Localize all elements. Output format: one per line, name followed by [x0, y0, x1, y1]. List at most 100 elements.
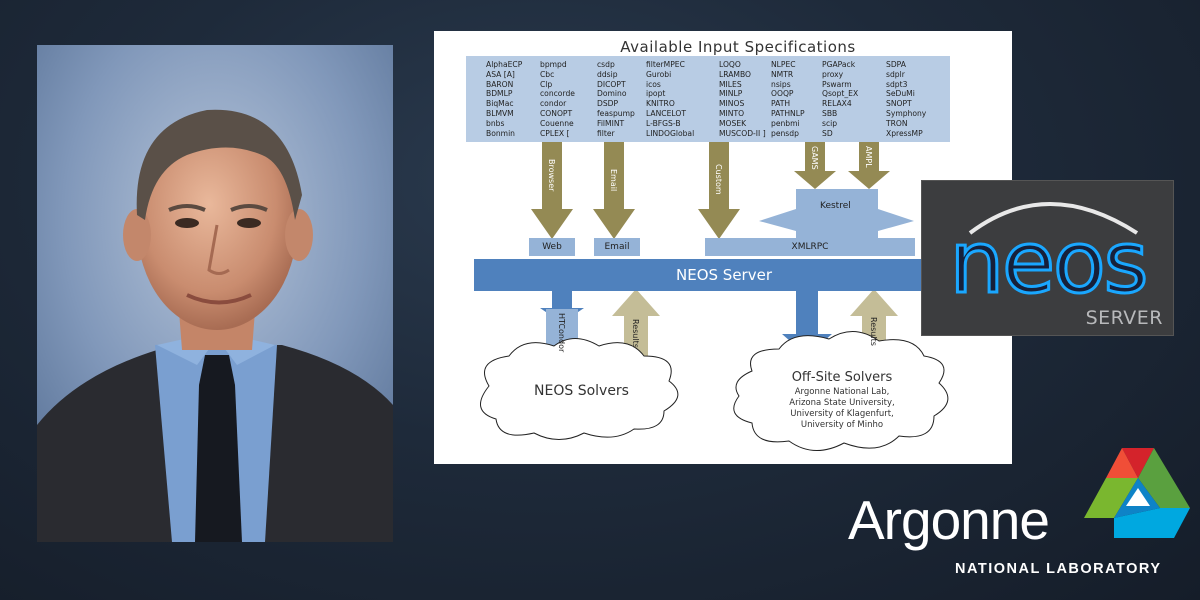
email-arrow-label: Email: [609, 169, 618, 192]
neos-server-label: SERVER: [1085, 307, 1163, 329]
spec-item: SD: [822, 128, 833, 138]
xmlrpc-box: XMLRPC: [705, 238, 915, 256]
spec-item: XpressMP: [886, 128, 923, 138]
spec-item: LANCELOT: [646, 108, 686, 118]
spec-column-3: csdp ddsip DICOPT Domino DSDP feaspump F…: [597, 60, 635, 138]
spec-item: sdplr: [886, 69, 905, 79]
spec-item: Pswarm: [822, 79, 852, 89]
email-box: Email: [594, 238, 640, 256]
offsite-line: University of Minho: [800, 420, 884, 430]
spec-item: csdp: [597, 60, 615, 69]
kestrel-label: Kestrel: [820, 201, 851, 211]
spec-item: NLPEC: [771, 60, 796, 69]
spec-item: MINLP: [719, 89, 743, 99]
spec-item: ASA [A]: [486, 69, 515, 79]
portrait-photo: [37, 45, 393, 542]
email-arrow: [593, 142, 635, 239]
spec-item: L-BFGS-B: [646, 118, 681, 128]
neos-server-logo: neos SERVER: [921, 180, 1174, 336]
spec-item: DICOPT: [597, 79, 626, 89]
ampl-arrow: [848, 142, 890, 189]
offsite-line: Arizona State University,: [789, 398, 895, 408]
argonne-logo: Argonne NATIONAL LABORATORY: [840, 448, 1190, 590]
spec-item: CPLEX [: [540, 128, 570, 138]
spec-item: feaspump: [597, 108, 635, 118]
gams-arrow: [794, 142, 836, 189]
spec-item: MINOS: [719, 99, 745, 109]
spec-column-7: PGAPack proxy Pswarm Qsopt_EX RELAX4 SBB…: [822, 60, 858, 138]
spec-item: DSDP: [597, 99, 619, 109]
htcondor-label: HTCondor: [557, 313, 566, 353]
spec-item: filterMPEC: [646, 60, 685, 69]
offsite-line: Argonne National Lab,: [794, 387, 890, 397]
argonne-wordmark: Argonne: [848, 489, 1050, 551]
spec-item: Gurobi: [646, 69, 672, 79]
spec-item: MOSEK: [719, 118, 747, 128]
arc-icon: [968, 202, 1139, 235]
input-spec-box: AlphaECP ASA [A] BARON BDMLP BiqMac BLMV…: [466, 56, 950, 142]
spec-item: sdpt3: [886, 79, 908, 89]
spec-item: LOQO: [719, 60, 741, 69]
spec-item: concorde: [540, 89, 575, 99]
neos-solvers-label: NEOS Solvers: [534, 383, 629, 399]
spec-column-2: bpmpd Cbc Clp concorde condor CONOPT Cou…: [540, 60, 575, 138]
spec-item: scip: [822, 118, 838, 128]
spec-item: nsips: [771, 79, 791, 89]
neos-solvers-cloud: [480, 338, 679, 440]
ampl-label: AMPL: [864, 146, 873, 168]
neos-architecture-diagram: Available Input Specifications AlphaECP …: [434, 31, 1012, 464]
offsite-solvers-title: Off-Site Solvers: [791, 370, 893, 385]
browser-label: Browser: [547, 159, 556, 192]
spec-item: BiqMac: [486, 99, 514, 109]
spec-item: bnbs: [486, 118, 505, 128]
gams-label: GAMS: [810, 146, 819, 170]
custom-label: Custom: [714, 164, 723, 195]
kestrel-box: [759, 189, 914, 239]
diagram-arrows: [480, 142, 949, 451]
spec-item: CONOPT: [540, 108, 573, 118]
spec-item: ipopt: [646, 89, 666, 99]
spec-item: Clp: [540, 79, 553, 89]
spec-item: LINDOGlobal: [646, 128, 695, 138]
spec-item: LRAMBO: [719, 69, 751, 79]
spec-item: MUSCOD-II ]: [719, 128, 766, 138]
spec-item: KNITRO: [646, 99, 675, 109]
results-left-label: Results: [631, 319, 640, 348]
spec-item: pensdp: [771, 128, 799, 138]
offsite-line: University of Klagenfurt,: [790, 409, 894, 419]
spec-item: SeDuMi: [886, 89, 915, 99]
spec-item: proxy: [822, 69, 844, 79]
spec-item: Domino: [597, 89, 627, 99]
spec-item: OOQP: [771, 89, 794, 99]
spec-item: SDPA: [886, 60, 906, 69]
custom-arrow: [698, 142, 740, 239]
spec-item: AlphaECP: [486, 60, 523, 69]
spec-item: Cbc: [540, 69, 555, 79]
spec-column-5: LOQO LRAMBO MILES MINLP MINOS MINTO MOSE…: [719, 60, 766, 138]
browser-arrow: [531, 142, 573, 239]
spec-item: icos: [646, 79, 661, 89]
spec-item: BARON: [486, 79, 514, 89]
spec-item: Couenne: [540, 118, 574, 128]
spec-item: MILES: [719, 79, 742, 89]
web-box: Web: [529, 238, 575, 256]
diagram-title: Available Input Specifications: [620, 38, 856, 56]
spec-item: BDMLP: [486, 89, 513, 99]
results-right-label: Results: [869, 317, 878, 346]
spec-column-6: NLPEC NMTR nsips OOQP PATH PATHNLP penbm…: [771, 60, 805, 138]
spec-item: Symphony: [886, 108, 927, 118]
spec-item: FilMINT: [597, 118, 625, 128]
spec-item: Bonmin: [486, 128, 515, 138]
spec-item: PATHNLP: [771, 108, 805, 118]
spec-item: ddsip: [597, 69, 618, 79]
spec-item: penbmi: [771, 118, 800, 128]
spec-item: SNOPT: [886, 99, 912, 109]
spec-item: Qsopt_EX: [822, 89, 859, 99]
neos-wordmark: neos: [948, 213, 1150, 313]
spec-item: MINTO: [719, 108, 745, 118]
neos-server-bar: NEOS Server: [474, 259, 974, 291]
spec-item: PGAPack: [822, 60, 856, 69]
spec-item: bpmpd: [540, 60, 567, 69]
argonne-triangle-icon: [1084, 448, 1190, 538]
spec-item: NMTR: [771, 69, 794, 79]
